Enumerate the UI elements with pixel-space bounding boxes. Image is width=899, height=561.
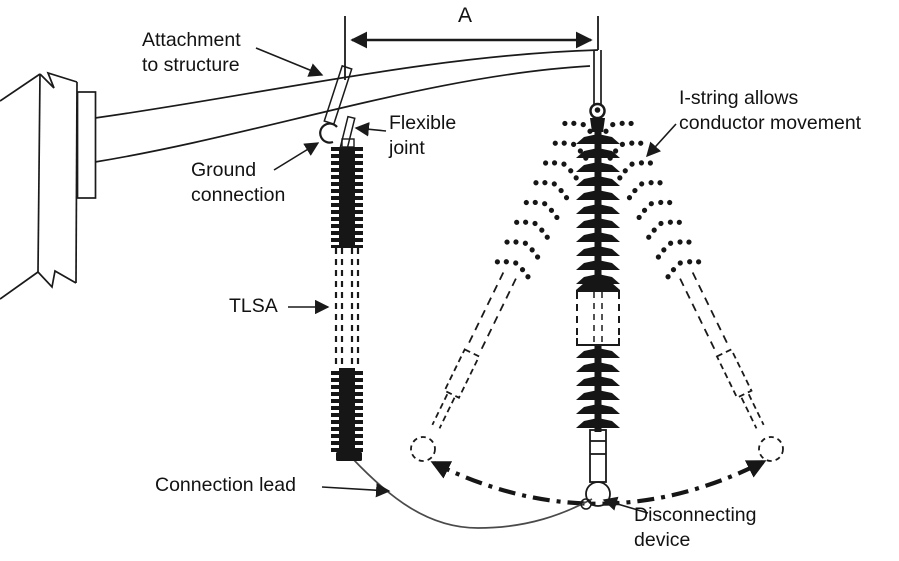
- label-flexible-joint: Flexible joint: [389, 112, 457, 159]
- attachment-clamp: [323, 64, 353, 126]
- dimension-a-label: A: [458, 4, 473, 27]
- connection-lead-leader-arrow: [321, 483, 391, 498]
- arm-bottom-line: [94, 65, 591, 163]
- tlsa-dashed-middle: [334, 248, 360, 368]
- string-core-lower: [594, 346, 602, 432]
- label-disconnecting-device: Disconnecting device: [634, 504, 757, 551]
- tlsa-bottom-cap: [336, 452, 362, 461]
- flexible-joint-link: [339, 115, 356, 151]
- structure-pole: [0, 71, 97, 300]
- i-string-leader-arrow: [646, 123, 677, 158]
- label-ground-connection: Ground connection: [191, 159, 286, 206]
- flexible-joint-leader-arrow: [354, 122, 387, 137]
- label-attachment-to-structure: Attachment to structure: [142, 29, 241, 76]
- disconnecting-device-pin: [580, 498, 592, 510]
- disconnecting-device-leader-arrow: [602, 496, 649, 514]
- i-string-insulator: [576, 102, 620, 483]
- connection-lead-wire: [351, 457, 593, 529]
- pole-edge-left: [37, 73, 41, 273]
- ground-connection-loop: [319, 122, 338, 144]
- swing-arc: [430, 460, 767, 506]
- dimension-a: [344, 16, 599, 80]
- tlsa-ribbed-bottom: [331, 368, 363, 452]
- label-connection-lead: Connection lead: [155, 474, 296, 496]
- mounting-plate: [76, 91, 97, 199]
- tlsa-ribbed-top: [331, 147, 363, 248]
- label-tlsa: TLSA: [229, 295, 278, 317]
- swing-position-marker-left: [410, 436, 436, 462]
- disconnecting-device-marker: [585, 481, 611, 507]
- tlsa-arrester: [331, 138, 363, 461]
- phantom-string-left: [418, 114, 602, 436]
- shackle-pin: [594, 107, 601, 113]
- string-length-break: [576, 290, 620, 346]
- pole-break-bottom: [37, 269, 77, 289]
- leader-arrows: [255, 47, 677, 514]
- attachment-leader-arrow: [255, 47, 324, 77]
- swing-position-marker-right: [758, 436, 784, 462]
- pole-break-top: [39, 71, 78, 89]
- phantom-string-right: [594, 114, 778, 436]
- lower-fitting: [589, 429, 607, 483]
- label-i-string: I-string allows conductor movement: [679, 87, 862, 134]
- ground-connection-leader-arrow: [273, 142, 320, 171]
- pole-edge-exit-bottom: [0, 271, 39, 300]
- pole-edge-exit-top: [0, 73, 41, 102]
- upper-fitting: [590, 118, 605, 132]
- insulator-sheds-upper: [576, 134, 620, 290]
